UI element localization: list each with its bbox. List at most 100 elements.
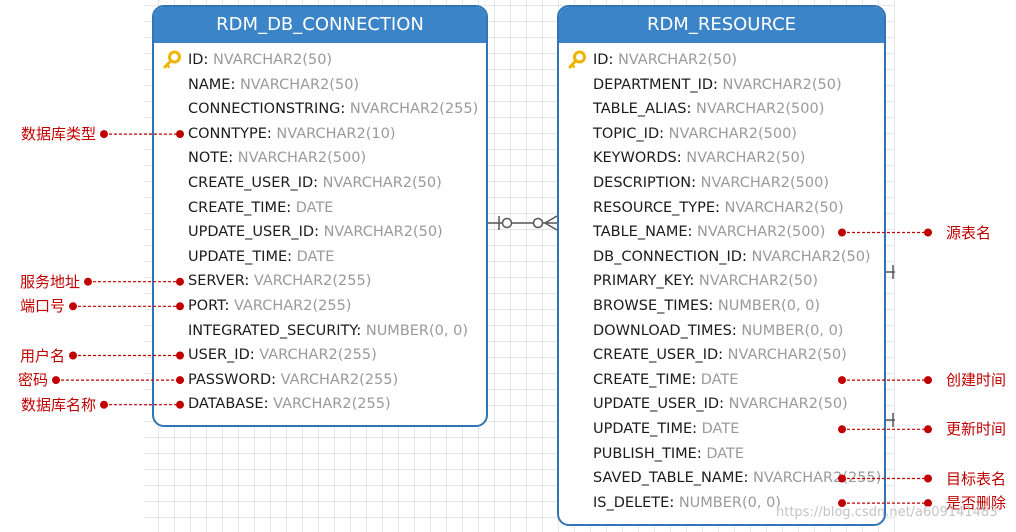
column-row[interactable]: UPDATE_USER_ID: NVARCHAR2(50)	[154, 220, 486, 245]
annotation-dot	[924, 499, 932, 508]
column-name: CREATE_TIME	[188, 199, 287, 216]
column-separator: :	[286, 199, 296, 216]
column-row[interactable]: KEYWORDS: NVARCHAR2(50)	[559, 146, 884, 171]
column-row[interactable]: NAME: NVARCHAR2(50)	[154, 73, 486, 98]
annotation-label: 更新时间	[946, 420, 1007, 439]
annotation-dot	[838, 228, 846, 237]
column-name: DEPARTMENT_ID	[593, 76, 714, 93]
column-separator: :	[271, 371, 281, 388]
column-row[interactable]: CREATE_TIME: DATE	[559, 368, 884, 393]
column-row[interactable]: CREATE_TIME: DATE	[154, 196, 486, 221]
column-type: NVARCHAR2(255)	[349, 101, 479, 118]
column-row[interactable]: CONNECTIONSTRING: NVARCHAR2(255)	[154, 97, 486, 122]
column-row[interactable]: PRIMARY_KEY: NVARCHAR2(50)	[559, 269, 884, 294]
annotation-dot	[176, 351, 184, 360]
column-row[interactable]: UPDATE_TIME: DATE	[154, 245, 486, 270]
column-row[interactable]: PASSWORD: VARCHAR2(255)	[154, 368, 486, 393]
column-row[interactable]: PORT: VARCHAR2(255)	[154, 294, 486, 319]
annotation-dot	[176, 400, 184, 409]
column-row[interactable]: CONNTYPE: NVARCHAR2(10)	[154, 122, 486, 147]
column-type: VARCHAR2(255)	[233, 297, 352, 314]
column-separator: :	[340, 101, 350, 118]
column-row[interactable]: USER_ID: VARCHAR2(255)	[154, 343, 486, 368]
annotation-label: 用户名	[19, 346, 65, 365]
column-row[interactable]: CREATE_USER_ID: NVARCHAR2(50)	[154, 171, 486, 196]
column-name: SAVED_TABLE_NAME	[593, 470, 744, 487]
column-name: ID	[593, 52, 609, 68]
column-name: INTEGRATED_SECURITY	[188, 322, 357, 339]
column-type: NVARCHAR2(50)	[728, 396, 848, 413]
column-separator: :	[266, 125, 277, 142]
column-type: VARCHAR2(255)	[253, 273, 372, 290]
watermark: https://blog.csdn.net/a609141483	[776, 505, 998, 520]
column-name: PUBLISH_TIME	[593, 445, 697, 462]
column-separator: :	[249, 347, 260, 364]
column-name: TABLE_ALIAS	[593, 101, 687, 118]
column-row[interactable]: DOWNLOAD_TIMES: NUMBER(0, 0)	[559, 319, 884, 344]
column-row[interactable]: DB_CONNECTION_ID: NVARCHAR2(50)	[559, 245, 884, 270]
column-separator: :	[691, 371, 701, 388]
column-separator: :	[719, 396, 729, 413]
column-separator: :	[659, 125, 669, 142]
column-row[interactable]: UPDATE_TIME: DATE	[559, 417, 884, 442]
annotation-label: 目标表名	[946, 469, 1007, 488]
column-type: VARCHAR2(255)	[259, 347, 377, 364]
column-row[interactable]: BROWSE_TIMES: NUMBER(0, 0)	[559, 294, 884, 319]
column-separator: :	[714, 199, 725, 216]
column-name: USER_ID	[188, 347, 250, 364]
column-row[interactable]: ID: NVARCHAR2(50)	[154, 48, 486, 73]
column-name: UPDATE_TIME	[593, 420, 693, 437]
column-row[interactable]: TABLE_ALIAS: NVARCHAR2(500)	[559, 97, 884, 122]
column-row[interactable]: NOTE: NVARCHAR2(500)	[154, 146, 486, 171]
annotation-dot	[52, 376, 60, 385]
annotation-label: 源表名	[946, 223, 992, 242]
column-row[interactable]: DEPARTMENT_ID: NVARCHAR2(50)	[559, 73, 884, 98]
column-separator: :	[708, 297, 718, 314]
annotation-dot	[924, 474, 932, 483]
annotation-dot	[838, 425, 846, 434]
table-rdm-resource[interactable]: RDM_RESOURCE ID: NVARCHAR2(50)DEPARTMENT…	[557, 5, 886, 526]
column-row[interactable]: INTEGRATED_SECURITY: NUMBER(0, 0)	[154, 319, 486, 344]
column-row[interactable]: ID: NVARCHAR2(50)	[559, 48, 884, 73]
column-type: NVARCHAR2(500)	[668, 125, 797, 142]
column-separator: :	[731, 322, 742, 339]
column-name: KEYWORDS	[593, 150, 677, 167]
column-name: IS_DELETE	[593, 494, 670, 511]
table-rdm-db-connection[interactable]: RDM_DB_CONNECTION ID: NVARCHAR2(50)NAME:…	[152, 5, 488, 427]
column-type: NVARCHAR2(50)	[722, 76, 842, 93]
column-name: CREATE_USER_ID	[188, 174, 314, 191]
column-type: NUMBER(0, 0)	[678, 494, 781, 511]
column-separator: :	[287, 248, 297, 265]
column-name: TABLE_NAME	[593, 224, 688, 241]
column-row[interactable]: RESOURCE_TYPE: NVARCHAR2(50)	[559, 196, 884, 221]
column-type: DATE	[296, 248, 335, 265]
column-name: RESOURCE_TYPE	[593, 199, 715, 216]
column-row[interactable]: UPDATE_USER_ID: NVARCHAR2(50)	[559, 392, 884, 417]
column-type: NVARCHAR2(50)	[322, 174, 442, 191]
column-separator: :	[203, 52, 213, 68]
column-row[interactable]: PUBLISH_TIME: DATE	[559, 442, 884, 467]
column-row[interactable]: DESCRIPTION: NVARCHAR2(500)	[559, 171, 884, 196]
column-separator: :	[692, 420, 702, 437]
column-name: CREATE_TIME	[593, 371, 692, 388]
column-separator: :	[713, 76, 723, 93]
column-row[interactable]: TOPIC_ID: NVARCHAR2(500)	[559, 122, 884, 147]
relationship-line[interactable]	[488, 215, 558, 231]
column-row[interactable]: SAVED_TABLE_NAME: NVARCHAR2(255)	[559, 466, 884, 491]
column-row[interactable]: TABLE_NAME: NVARCHAR2(500)	[559, 220, 884, 245]
annotation-dot	[176, 376, 184, 385]
column-type: NVARCHAR2(50)	[239, 76, 360, 93]
column-name: BROWSE_TIMES	[593, 297, 709, 314]
column-separator: :	[608, 52, 618, 68]
column-separator: :	[686, 101, 696, 118]
column-row[interactable]: CREATE_USER_ID: NVARCHAR2(50)	[559, 343, 884, 368]
column-row[interactable]: SERVER: VARCHAR2(255)	[154, 269, 486, 294]
annotation-dot	[176, 277, 184, 286]
column-row[interactable]: IS_DELETE: NUMBER(0, 0)	[559, 491, 884, 516]
column-type: NVARCHAR2(10)	[276, 125, 396, 142]
table-title: RDM_RESOURCE	[559, 7, 884, 43]
annotation-dot	[84, 277, 92, 286]
column-name: DOWNLOAD_TIMES	[593, 322, 732, 339]
annotation-dot	[69, 302, 77, 311]
column-row[interactable]: DATABASE: VARCHAR2(255)	[154, 392, 486, 417]
